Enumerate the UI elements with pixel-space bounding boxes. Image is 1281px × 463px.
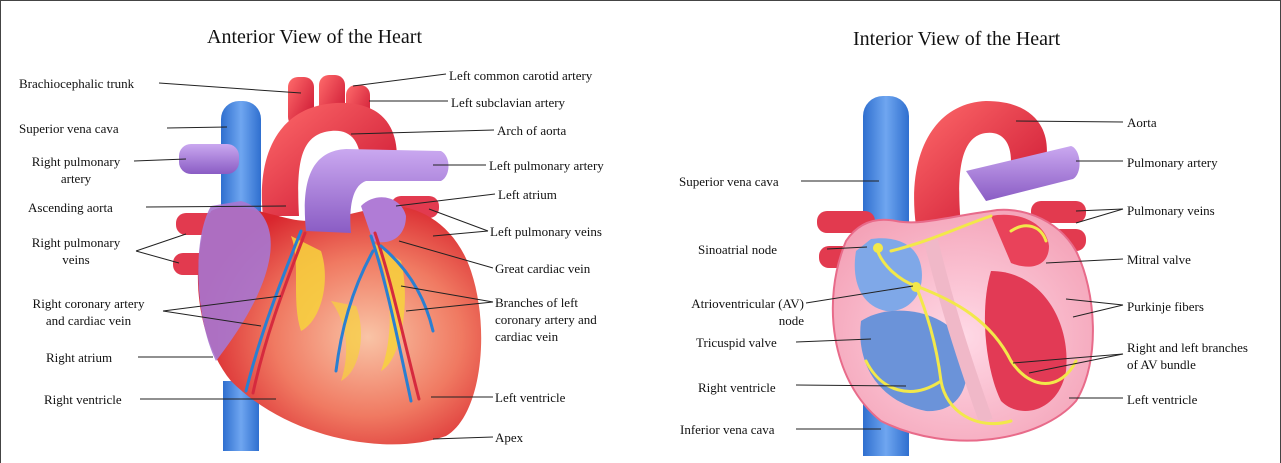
label-right-ventricle: Right ventricle xyxy=(44,391,122,408)
label-line: of AV bundle xyxy=(1127,356,1248,373)
label-purkinje-fibers: Purkinje fibers xyxy=(1127,298,1204,315)
label-right-atrium: Right atrium xyxy=(46,349,112,366)
label-left-pulmonary-artery: Left pulmonary artery xyxy=(489,157,604,174)
anterior-view-title: Anterior View of the Heart xyxy=(207,26,422,49)
label-branches-left-coronary: Branches of left coronary artery and car… xyxy=(495,294,597,345)
label-left-subclavian-artery: Left subclavian artery xyxy=(451,94,565,111)
label-line: Right pulmonary xyxy=(21,234,131,251)
label-right-pulmonary-veins: Right pulmonary veins xyxy=(21,234,131,268)
label-brachiocephalic-trunk: Brachiocephalic trunk xyxy=(19,75,134,92)
label-inferior-vena-cava: Inferior vena cava xyxy=(680,421,775,438)
label-line: artery xyxy=(21,170,131,187)
label-apex: Apex xyxy=(495,429,523,446)
label-right-coronary-artery: Right coronary artery and cardiac vein xyxy=(16,295,161,329)
label-tricuspid-valve: Tricuspid valve xyxy=(696,334,777,351)
label-av-node: Atrioventricular (AV) node xyxy=(661,295,804,329)
label-line: veins xyxy=(21,251,131,268)
label-line: Right pulmonary xyxy=(21,153,131,170)
label-superior-vena-cava-interior: Superior vena cava xyxy=(679,173,779,190)
label-line: node xyxy=(661,312,804,329)
label-line: Branches of left xyxy=(495,294,597,311)
label-sinoatrial-node: Sinoatrial node xyxy=(698,241,777,258)
label-pulmonary-veins: Pulmonary veins xyxy=(1127,202,1215,219)
label-right-pulmonary-artery: Right pulmonary artery xyxy=(21,153,131,187)
label-line: Right and left branches xyxy=(1127,339,1248,356)
label-av-bundle-branches: Right and left branches of AV bundle xyxy=(1127,339,1248,373)
interior-view-title: Interior View of the Heart xyxy=(853,28,1060,51)
label-mitral-valve: Mitral valve xyxy=(1127,251,1191,268)
label-arch-of-aorta: Arch of aorta xyxy=(497,122,566,139)
label-right-ventricle-interior: Right ventricle xyxy=(698,379,776,396)
label-ascending-aorta: Ascending aorta xyxy=(28,199,113,216)
label-line: coronary artery and xyxy=(495,311,597,328)
label-superior-vena-cava: Superior vena cava xyxy=(19,120,119,137)
label-line: cardiac vein xyxy=(495,328,597,345)
label-left-atrium: Left atrium xyxy=(498,186,557,203)
label-great-cardiac-vein: Great cardiac vein xyxy=(495,260,590,277)
label-left-ventricle-interior: Left ventricle xyxy=(1127,391,1197,408)
interior-heart-illustration xyxy=(817,96,1093,456)
label-left-common-carotid-artery: Left common carotid artery xyxy=(449,67,592,84)
label-aorta: Aorta xyxy=(1127,114,1157,131)
label-line: Atrioventricular (AV) xyxy=(661,295,804,312)
label-pulmonary-artery: Pulmonary artery xyxy=(1127,154,1218,171)
label-line: Right coronary artery xyxy=(16,295,161,312)
label-left-pulmonary-veins: Left pulmonary veins xyxy=(490,223,602,240)
label-left-ventricle: Left ventricle xyxy=(495,389,565,406)
label-line: and cardiac vein xyxy=(16,312,161,329)
right-pulmonary-artery-vessel xyxy=(179,144,239,174)
